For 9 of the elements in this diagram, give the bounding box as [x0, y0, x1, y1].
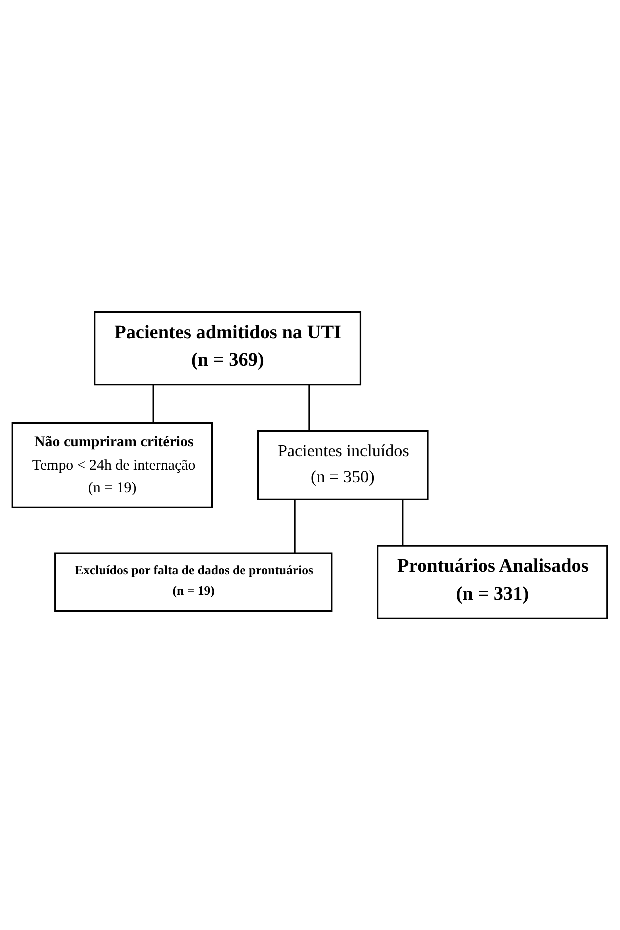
connector — [152, 384, 154, 423]
connector — [402, 499, 404, 546]
connector — [308, 384, 310, 431]
node-box: Pacientes incluídos (n = 350) — [257, 430, 429, 500]
node-box: Pacientes admitidos na UTI (n = 369) — [94, 310, 362, 386]
connector — [294, 499, 296, 553]
node-box: Não cumpriram critérios Tempo < 24h de internação (n = 19) — [12, 422, 214, 508]
node-box: Prontuários Analisados (n = 331) — [377, 544, 608, 620]
node-box: Excluídos por falta de dados de prontuários (n = 19) — [54, 552, 333, 612]
